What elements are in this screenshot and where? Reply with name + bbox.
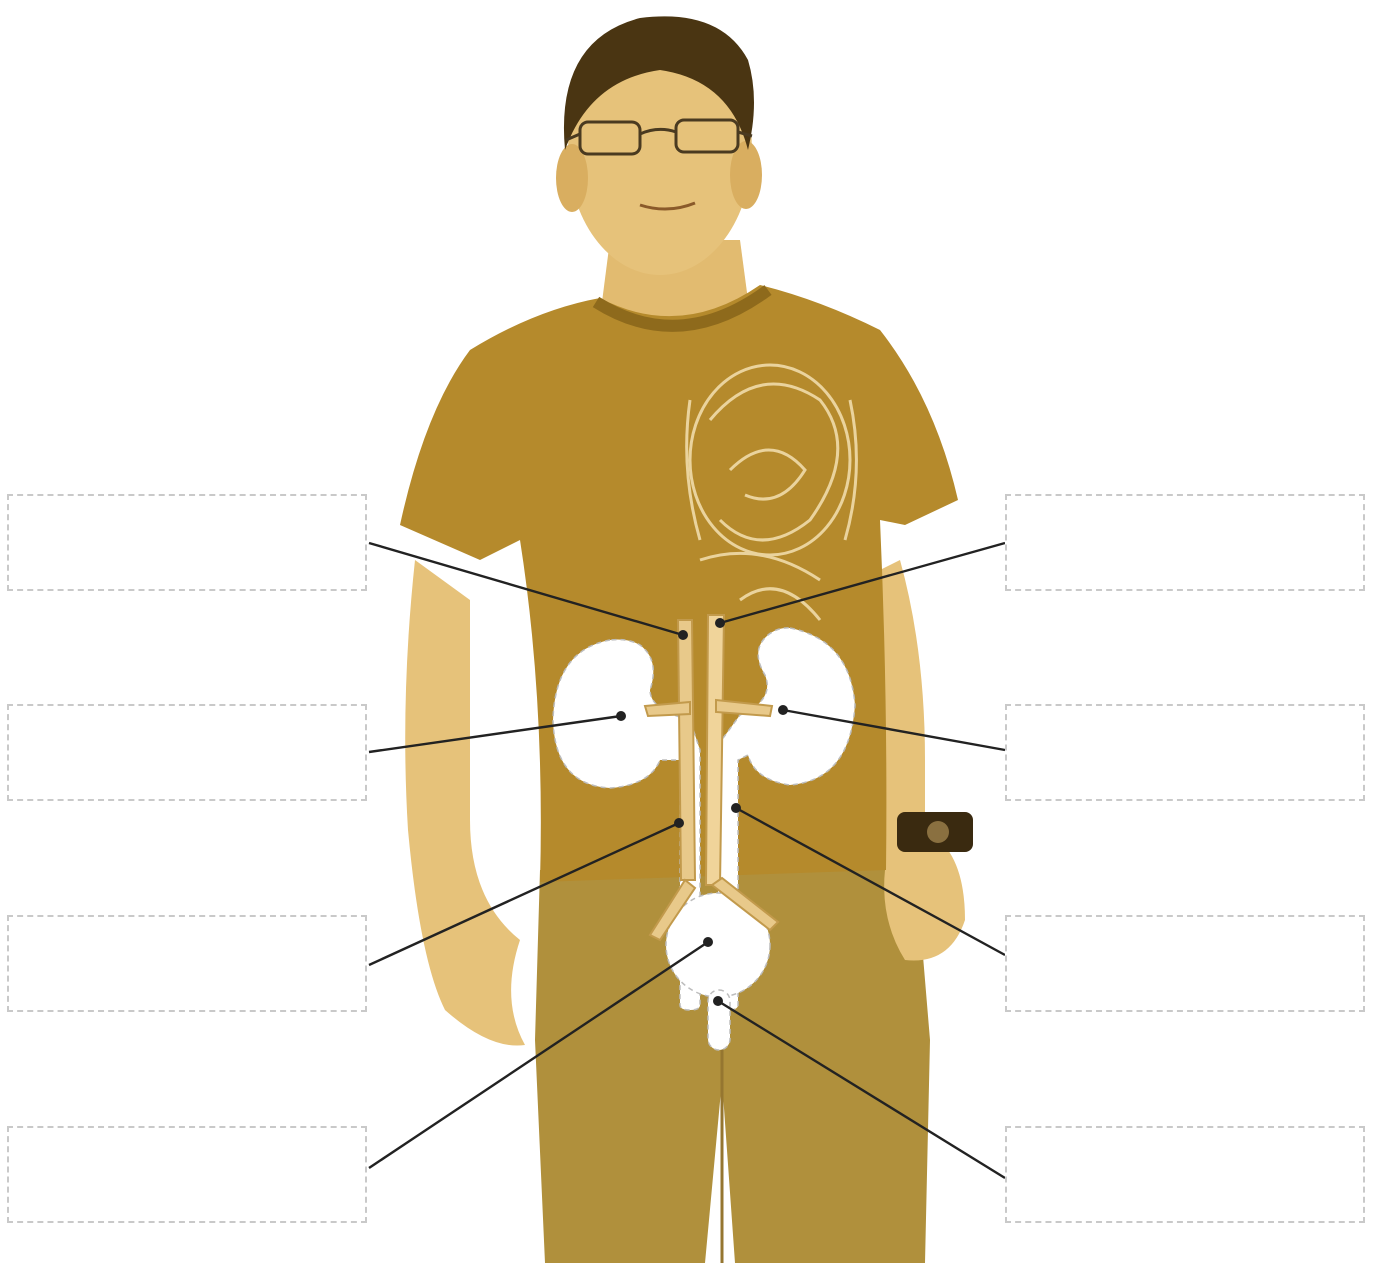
- label-box-left-2[interactable]: [7, 704, 367, 801]
- label-box-right-2[interactable]: [1005, 704, 1365, 801]
- label-box-left-1[interactable]: [7, 494, 367, 591]
- leader-dot-left-2: [616, 711, 626, 721]
- leader-dot-right-4: [713, 996, 723, 1006]
- vena-cava: [678, 620, 695, 880]
- label-box-right-3[interactable]: [1005, 915, 1365, 1012]
- label-box-right-4[interactable]: [1005, 1126, 1365, 1223]
- leader-dot-right-3: [731, 803, 741, 813]
- watch-face: [927, 821, 949, 843]
- label-box-right-1[interactable]: [1005, 494, 1365, 591]
- left-arm: [405, 560, 525, 1046]
- leader-dot-right-2: [778, 705, 788, 715]
- leader-dot-left-4: [703, 937, 713, 947]
- leader-dot-right-1: [715, 618, 725, 628]
- aorta: [706, 615, 724, 885]
- label-box-left-3[interactable]: [7, 915, 367, 1012]
- leader-dot-left-1: [678, 630, 688, 640]
- label-box-left-4[interactable]: [7, 1126, 367, 1223]
- leader-dot-left-3: [674, 818, 684, 828]
